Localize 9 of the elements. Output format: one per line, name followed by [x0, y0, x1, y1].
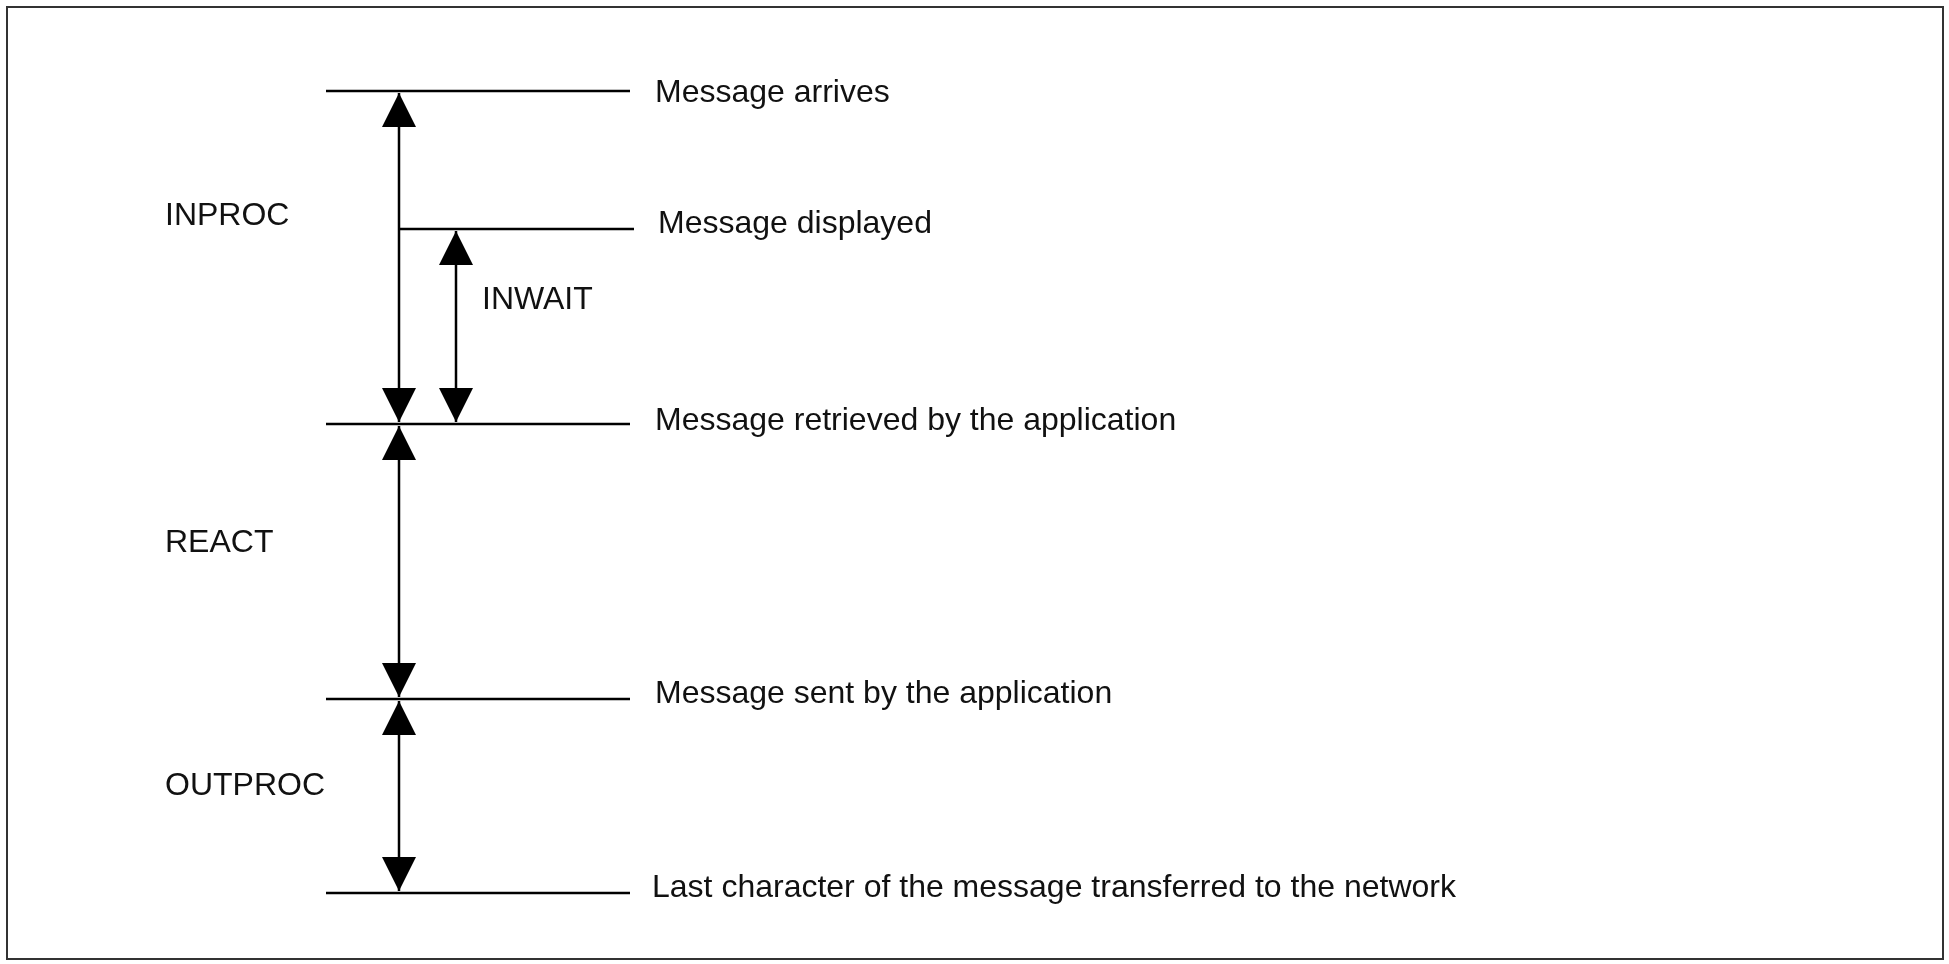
event-label: Message displayed	[658, 206, 932, 238]
interval-label: INPROC	[165, 198, 290, 230]
interval-label: INWAIT	[482, 282, 593, 314]
event-label: Message sent by the application	[655, 676, 1113, 708]
event-label: Message arrives	[655, 75, 890, 107]
event-label: Last character of the message transferred to the network	[652, 870, 1456, 902]
interval-label: OUTPROC	[165, 768, 325, 800]
event-label: Message retrieved by the application	[655, 403, 1177, 435]
interval-label: REACT	[165, 525, 274, 557]
